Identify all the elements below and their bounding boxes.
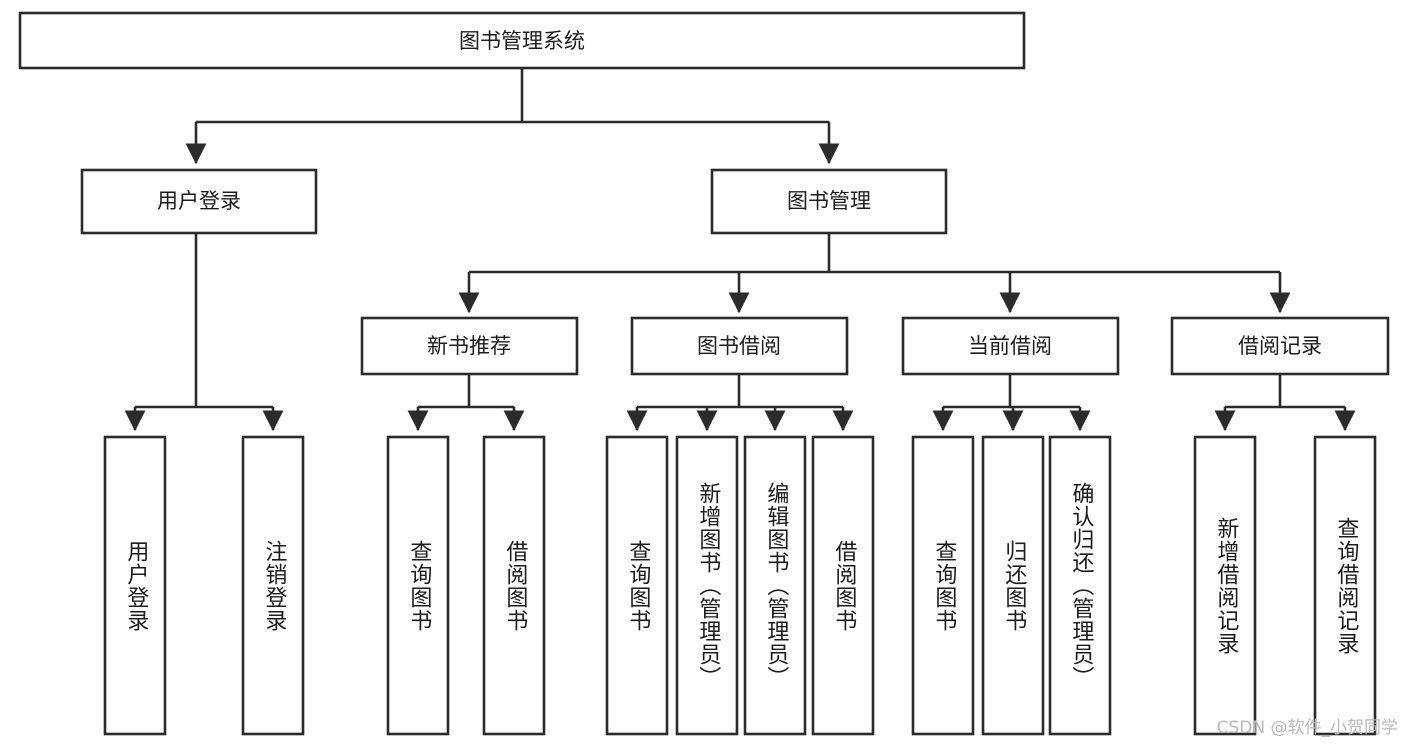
leaf-box-borrow-3[interactable] <box>743 435 807 736</box>
node-root-box[interactable] <box>18 11 1026 70</box>
leaf-box-borrow-1[interactable] <box>605 435 669 736</box>
leaf-box-borrow-2[interactable] <box>675 435 739 736</box>
leaf-box-user-login-1[interactable] <box>103 435 167 736</box>
node-new-book-recommend-label: 新书推荐 <box>427 334 511 358</box>
watermark-label: CSDN @软件_小贺同学 <box>1217 718 1398 738</box>
leaf-box-current-3[interactable] <box>1048 435 1112 736</box>
leaf-box-user-login-2[interactable] <box>241 435 305 736</box>
node-book-mgmt-label: 图书管理 <box>787 189 871 213</box>
node-new-book-recommend-box[interactable] <box>360 316 579 376</box>
node-user-login-box[interactable] <box>80 168 318 235</box>
node-book-borrow-label: 图书借阅 <box>697 334 781 358</box>
leaf-box-new-book-1[interactable] <box>386 435 450 736</box>
node-user-login-label: 用户登录 <box>157 189 241 213</box>
node-borrow-record-label: 借阅记录 <box>1238 334 1322 358</box>
leaf-box-borrow-4[interactable] <box>811 435 875 736</box>
node-book-mgmt-box[interactable] <box>710 168 948 235</box>
node-root-label: 图书管理系统 <box>459 29 585 53</box>
leaf-box-current-2[interactable] <box>981 435 1045 736</box>
node-book-borrow-box[interactable] <box>630 316 849 376</box>
leaf-box-new-book-2[interactable] <box>482 435 546 736</box>
leaf-box-record-2[interactable] <box>1313 435 1377 736</box>
node-current-borrow-label: 当前借阅 <box>968 334 1052 358</box>
node-current-borrow-box[interactable] <box>901 316 1120 376</box>
node-borrow-record-box[interactable] <box>1170 316 1390 376</box>
leaf-box-record-1[interactable] <box>1193 435 1257 736</box>
leaf-box-current-1[interactable] <box>911 435 975 736</box>
